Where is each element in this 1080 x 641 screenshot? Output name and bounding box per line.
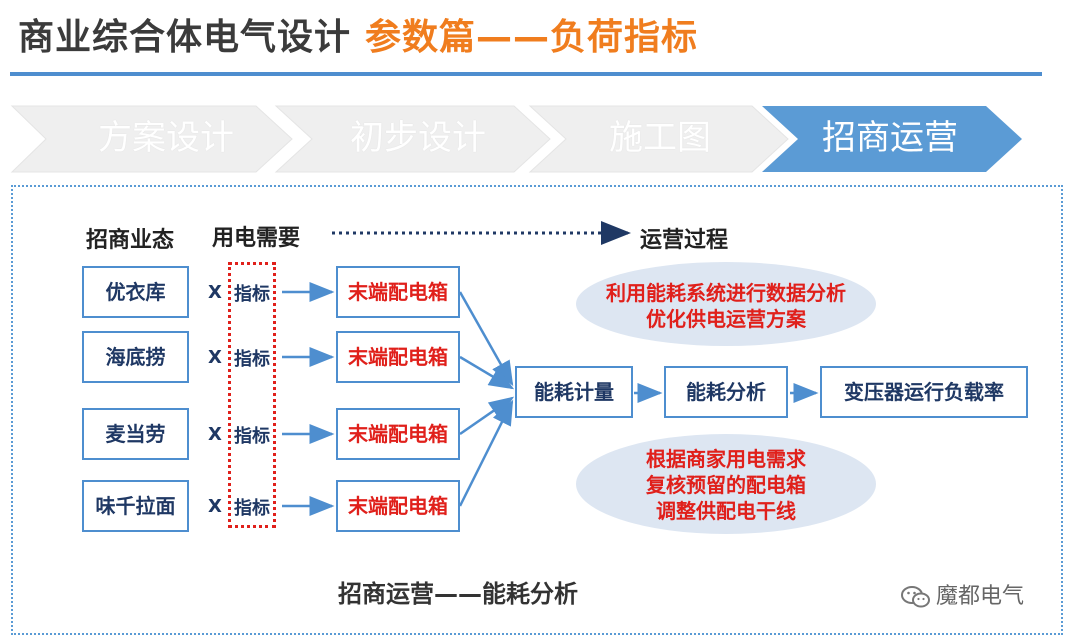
note-bottom-line-1: 根据商家用电需求 — [646, 447, 806, 471]
note-bottom: 根据商家用电需求 复核预留的配电箱 调整供配电干线 — [586, 446, 866, 524]
arrow-box-4 — [458, 399, 514, 507]
note-ellipse-top — [576, 262, 876, 346]
energy-metering-box: 能耗计量 — [515, 366, 633, 418]
arrow-box-2 — [459, 355, 515, 390]
multiply-symbol-2: X — [208, 347, 222, 368]
multiply-symbol-3: X — [208, 424, 222, 445]
content-panel — [11, 185, 1063, 635]
process-steps: 方案设计 初步设计 施工图 招商运营 — [0, 98, 1080, 180]
title-accent: 参数篇——负荷指标 — [365, 17, 699, 58]
step-chevron-3 — [528, 105, 789, 173]
distribution-box-4: 末端配电箱 — [336, 480, 460, 532]
metric-label-1: 指标 — [234, 284, 270, 305]
header-power-demand: 用电需要 — [212, 226, 301, 251]
distribution-box-1: 末端配电箱 — [336, 266, 460, 318]
title-main: 商业综合体电气设计 — [18, 17, 352, 58]
note-ellipse-bottom — [576, 434, 876, 534]
step-label-2: 初步设计 — [350, 118, 486, 158]
note-bottom-line-3: 调整供配电干线 — [656, 499, 796, 523]
arrow-box-1 — [458, 291, 514, 387]
multiply-symbol-4: X — [208, 496, 222, 517]
transformer-load-rate-box: 变压器运行负载率 — [820, 366, 1028, 418]
step-label-1: 方案设计 — [98, 118, 234, 158]
metric-label-4: 指标 — [234, 498, 270, 519]
distribution-box-3: 末端配电箱 — [336, 408, 460, 460]
watermark-text: 魔都电气 — [936, 584, 1025, 609]
tenant-box-1: 优衣库 — [82, 266, 189, 318]
header-operation-process: 运营过程 — [640, 228, 729, 253]
distribution-box-2: 末端配电箱 — [336, 331, 460, 383]
demand-frame — [228, 262, 276, 528]
metric-label-3: 指标 — [234, 426, 270, 447]
step-label-3: 施工图 — [609, 118, 711, 158]
slide-title: 商业综合体电气设计参数篇——负荷指标 — [18, 8, 698, 68]
title-underline — [10, 72, 1042, 76]
wechat-icon — [901, 586, 930, 608]
note-top-line-1: 利用能耗系统进行数据分析 — [606, 281, 846, 305]
steps-chevrons — [10, 105, 1022, 173]
header-tenant-type: 招商业态 — [86, 228, 175, 253]
step-chevron-1 — [10, 105, 293, 173]
diagram-caption: 招商运营——能耗分析 — [338, 580, 578, 608]
step-chevron-2 — [274, 105, 551, 173]
step-chevron-4 — [762, 106, 1022, 172]
tenant-box-4: 味千拉面 — [82, 480, 189, 532]
note-top-line-2: 优化供电运营方案 — [646, 307, 806, 331]
step-label-4: 招商运营 — [822, 118, 958, 158]
tenant-box-3: 麦当劳 — [82, 408, 189, 460]
watermark: 魔都电气 — [900, 578, 1024, 610]
metric-label-2: 指标 — [234, 349, 270, 370]
tenant-box-2: 海底捞 — [82, 331, 189, 383]
energy-analysis-box: 能耗分析 — [664, 366, 788, 418]
multiply-symbol-1: X — [208, 282, 222, 303]
note-top: 利用能耗系统进行数据分析 优化供电运营方案 — [586, 280, 866, 332]
note-bottom-line-2: 复核预留的配电箱 — [646, 473, 806, 497]
